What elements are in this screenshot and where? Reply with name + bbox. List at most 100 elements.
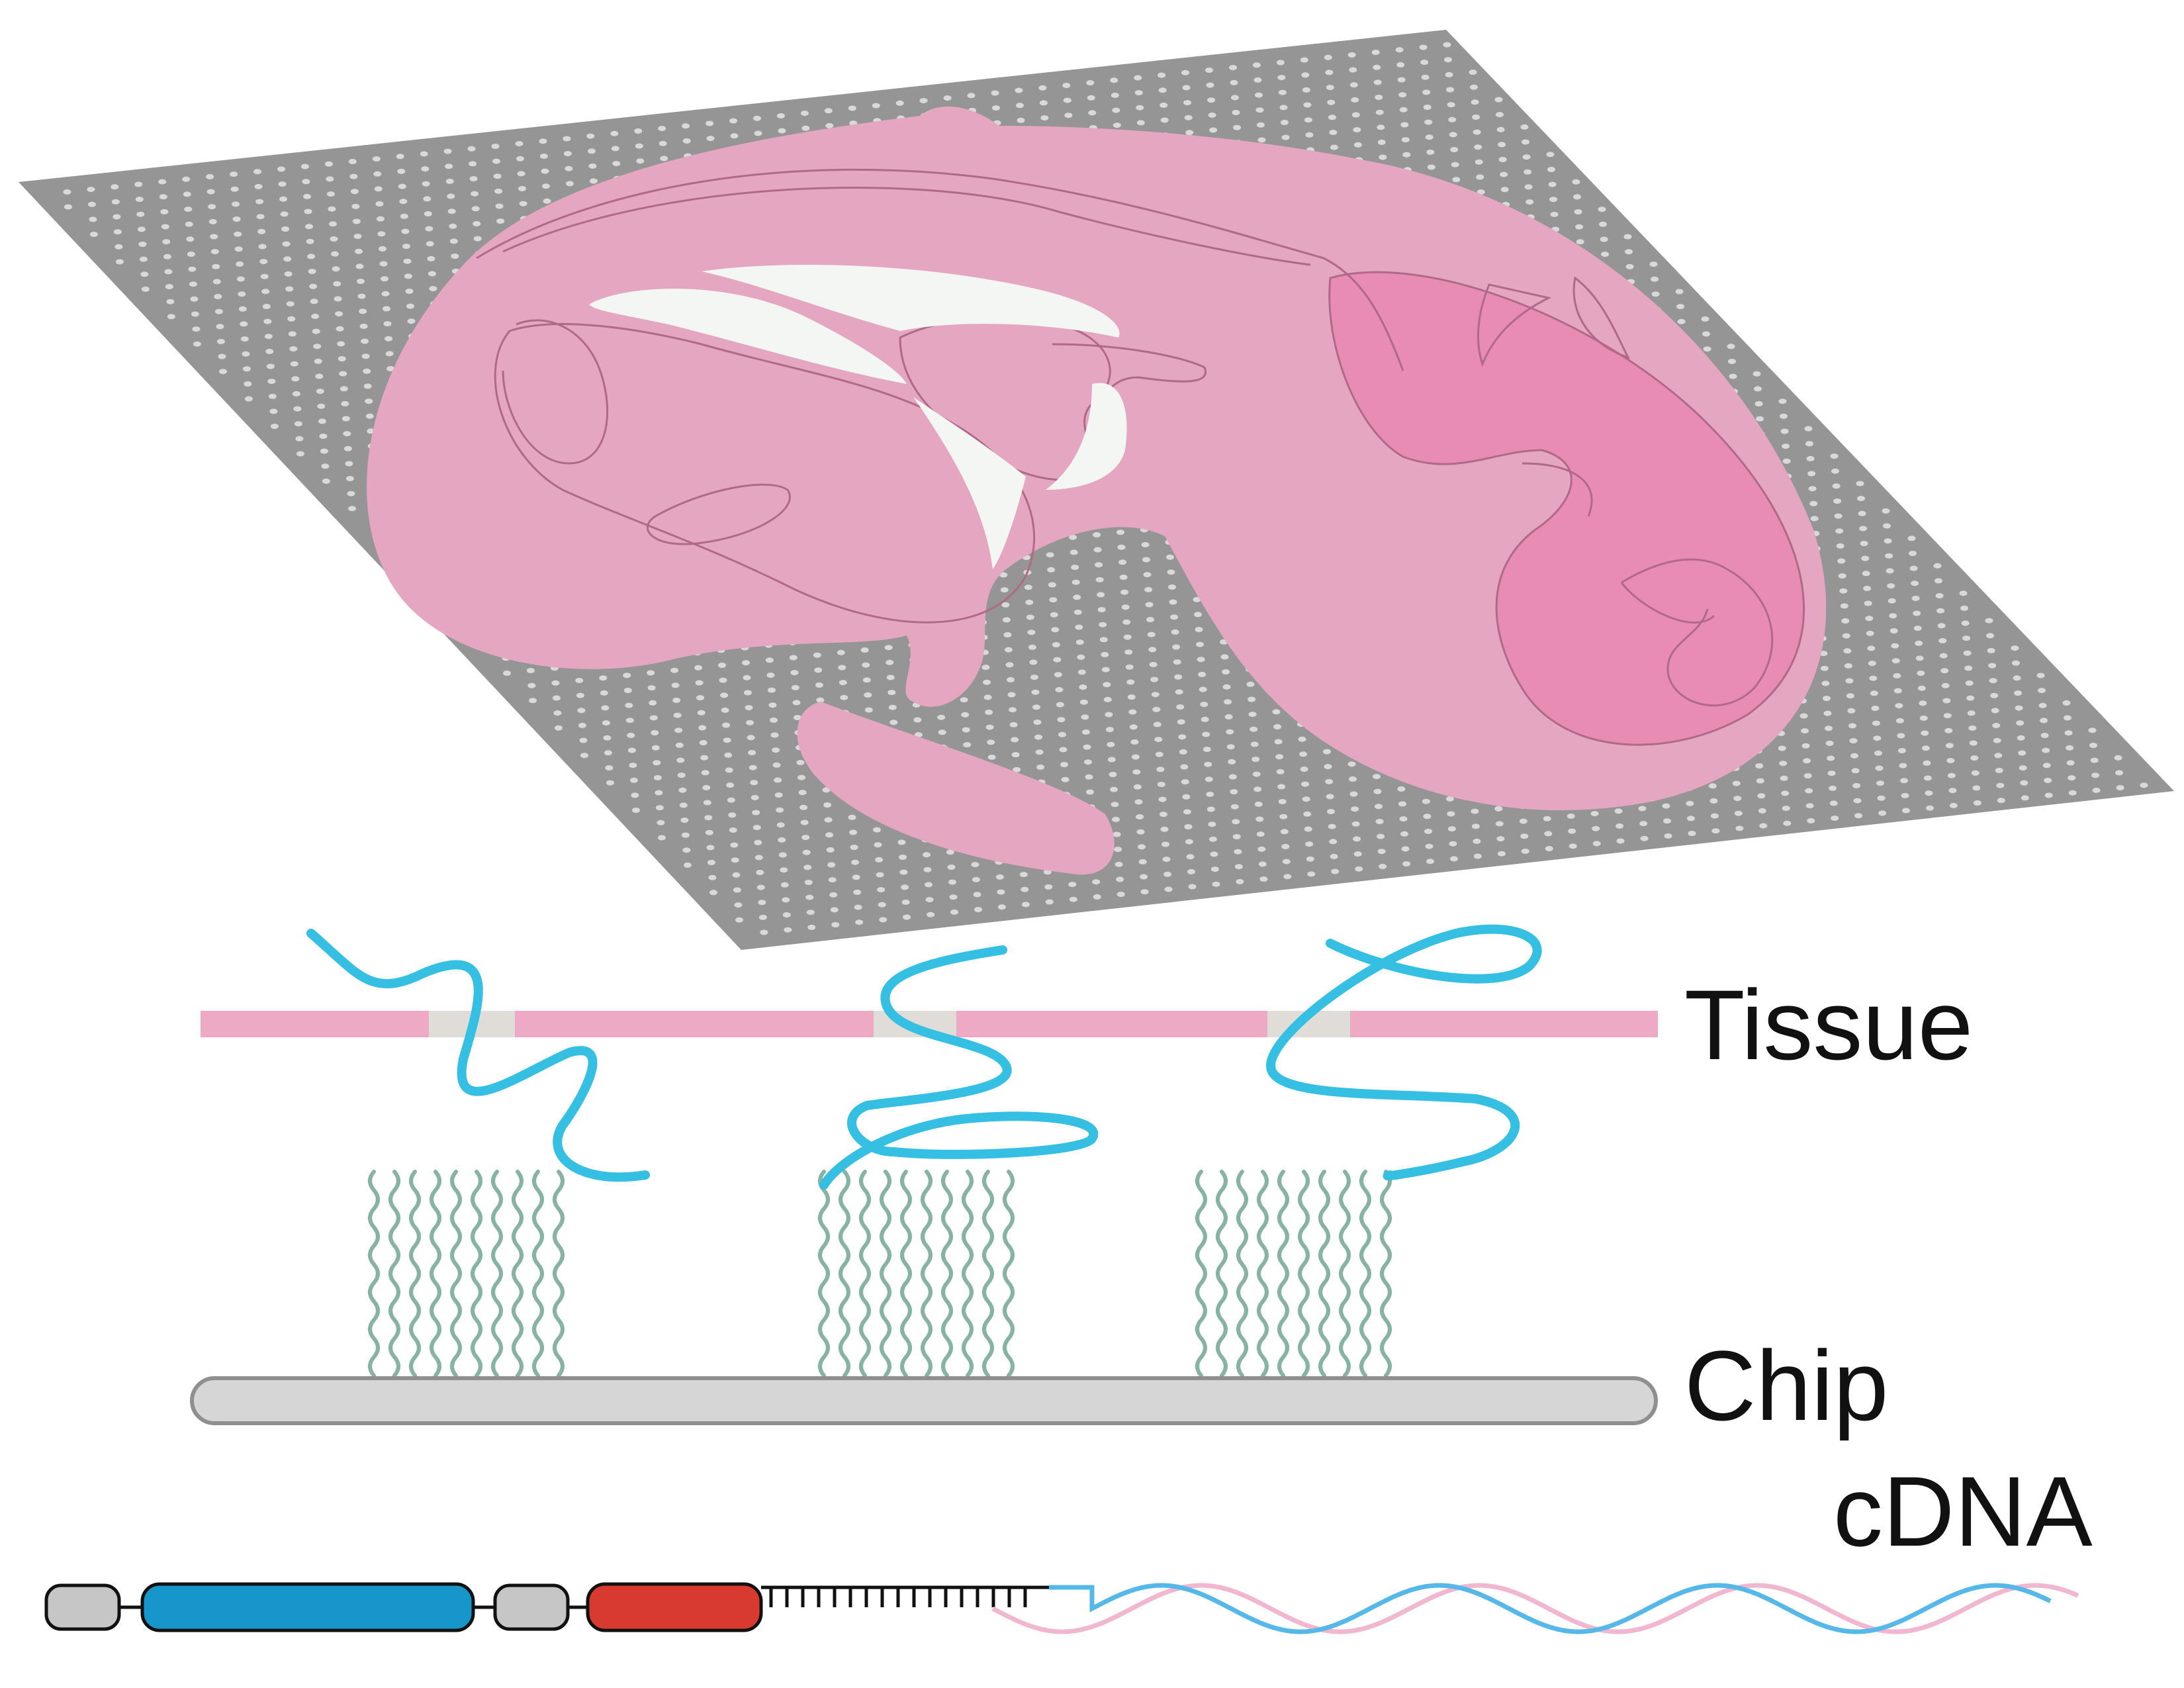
chip-capture-spot [2042,747,2050,753]
capture-probe [553,1170,565,1378]
chip-capture-spot [321,463,330,469]
chip-capture-spot [797,774,806,780]
chip-capture-spot [1889,628,1898,633]
chip-capture-spot [1160,117,1169,123]
chip-capture-spot [828,877,837,883]
chip-capture-spot [1224,714,1233,720]
chip-capture-spot [387,366,395,371]
chip-capture-spot [1198,671,1206,677]
chip-capture-spot [304,209,312,214]
chip-capture-spot [423,196,432,202]
chip-capture-spot [1195,627,1203,632]
chip-capture-spot [800,111,809,117]
chip-capture-spot [1567,813,1575,819]
chip-capture-spot [383,321,392,327]
chip-capture-spot [324,161,333,167]
chip-capture-spot [1005,662,1014,668]
chip-capture-spot [1033,720,1042,725]
chip-capture-spot [1476,174,1484,180]
chip-capture-spot [606,780,614,786]
chip-capture-spot [2038,688,2046,694]
chip-capture-spot [825,832,834,838]
chip-capture-spot [542,183,550,189]
chip-capture-spot [1324,54,1332,60]
chip-capture-spot [754,130,762,136]
chip-capture-spot [1780,413,1788,419]
chip-capture-spot [1182,85,1191,91]
chip-capture-spot [750,780,758,786]
cdna-polyT-ticks [769,1587,1027,1607]
chip-capture-spot [790,670,799,676]
chip-capture-spot [925,882,933,888]
chip-capture-spot [671,682,680,688]
chip-capture-spot [429,286,437,292]
chip-capture-spot [1639,821,1648,827]
chip-capture-spot [578,722,586,728]
chip-capture-spot [1157,782,1165,787]
chip-capture-spot [1175,689,1183,695]
chip-capture-spot [1395,47,1404,53]
chip-capture-spot [314,358,322,364]
chip-capture-spot [1194,612,1202,618]
chip-capture-spot [680,818,689,823]
chip-capture-spot [1174,674,1183,680]
chip-capture-spot [1911,581,1919,586]
chip-capture-spot [193,341,201,347]
chip-capture-spot [1196,641,1205,647]
chip-capture-spot [1038,85,1047,91]
chip-capture-spot [2068,790,2077,796]
chip-capture-spot [1099,637,1108,643]
chip-capture-spot [1782,458,1791,464]
chip-capture-spot [162,239,171,245]
chip-capture-spot [1353,142,1362,148]
chip-capture-spot [1942,698,1951,704]
chip-capture-spot [1823,710,1832,716]
chip-capture-spot [287,316,296,322]
chip-capture-spot [268,393,277,399]
chip-capture-spot [242,366,251,372]
chip-capture-spot [899,855,907,860]
chip-capture-spot [563,151,572,157]
chip-capture-spot [702,784,711,790]
chip-capture-spot [1919,715,1928,721]
chip-capture-spot [1866,630,1874,636]
chip-capture-spot [1110,77,1118,83]
chip-capture-spot [2011,645,2019,651]
chip-capture-spot [852,874,860,880]
chip-capture-spot [1758,808,1766,814]
chip-capture-spot [1495,821,1504,827]
chip-capture-spot [660,156,668,162]
chip-capture-spot [1963,650,1972,656]
chip-capture-spot [634,128,643,134]
chip-capture-spot [1210,867,1219,872]
chip-capture-spot [768,687,776,693]
chip-capture-spot [1117,544,1126,550]
chip-capture-spot [1807,818,1815,823]
chip-capture-spot [471,206,480,212]
chip-capture-spot [377,231,386,237]
cdna-segment-red [586,1582,763,1632]
chip-capture-spot [309,283,318,289]
chip-capture-spot [708,874,717,880]
chip-capture-spot [825,122,834,128]
capture-probe [962,1170,974,1378]
chip-capture-spot [1327,809,1336,814]
chip-capture-spot [1827,771,1836,776]
chip-capture-spot [261,289,270,295]
chip-capture-spot [473,236,482,242]
chip-capture-spot [1615,823,1624,829]
chip-capture-spot [805,894,814,900]
chip-capture-spot [1397,786,1406,792]
chip-capture-spot [1778,745,1786,751]
chip-capture-spot [400,213,408,219]
chip-capture-spot [2140,782,2148,788]
chip-capture-spot [1279,105,1288,111]
cdna-segment-blue [140,1582,475,1632]
chip-capture-spot [974,907,982,912]
chip-capture-spot [1210,851,1218,857]
chip-capture-spot [1015,87,1023,93]
chip-capture-spot [165,284,173,289]
chip-capture-spot [1125,664,1134,670]
chip-capture-spot [1236,878,1244,884]
tissue-bar-segment [1350,1011,1658,1037]
